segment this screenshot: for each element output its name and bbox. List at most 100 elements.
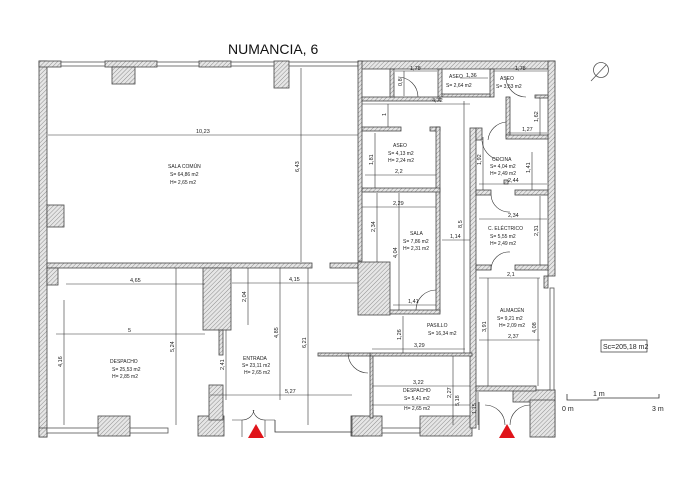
svg-text:H= 2,85 m2: H= 2,85 m2 — [112, 374, 138, 380]
svg-text:SALA: SALA — [410, 231, 423, 237]
svg-text:ASEO: ASEO — [500, 76, 514, 82]
svg-text:SALA COMÚN: SALA COMÚN — [168, 163, 201, 170]
svg-text:DESPACHO: DESPACHO — [403, 388, 431, 394]
svg-text:0 m: 0 m — [562, 406, 574, 413]
dim-label: 6,43 — [295, 161, 301, 172]
dim-label: 4,15 — [289, 277, 300, 283]
svg-text:H= 2,65 m2: H= 2,65 m2 — [244, 370, 270, 376]
dim-label: 2,1 — [507, 272, 515, 278]
room-almacen: ALMACÉN S= 9,21 m2 H= 2,09 m2 — [497, 307, 525, 329]
svg-text:1 m: 1 m — [593, 391, 605, 398]
room-despacho-2: DESPACHO S= 5,41 m2 H= 2,65 m2 — [403, 388, 431, 412]
room-entrada: ENTRADA S= 23,11 m2 H= 2,65 m2 — [242, 356, 270, 376]
dim-label: 1,92 — [477, 154, 483, 165]
dim-label: 2,44 — [508, 178, 519, 184]
room-aseo-2: ASEO S= 2,64 m2 — [446, 74, 472, 89]
dim-label: 5,27 — [285, 389, 296, 395]
doors — [232, 76, 531, 437]
dim-label: 1,41 — [526, 162, 532, 173]
dim-label: 1,36 — [466, 73, 477, 79]
room-despacho: DESPACHO S= 25,53 m2 H= 2,85 m2 — [110, 359, 141, 380]
room-sala-comun: SALA COMÚN S= 64,86 m2 H= 2,65 m2 — [168, 163, 201, 186]
north-compass-icon — [590, 62, 609, 82]
dim-label: 2,2 — [395, 169, 403, 175]
dim-label: 1,78 — [410, 66, 421, 72]
svg-text:S= 9,21 m2: S= 9,21 m2 — [497, 316, 523, 322]
dim-label: 2,27 — [447, 387, 453, 398]
dimension-labels: 10,23 6,43 4,65 5 4,16 5,24 4,15 2,04 4,… — [58, 66, 540, 414]
dim-label: 2,34 — [371, 221, 377, 232]
dim-label: 5 — [128, 328, 131, 334]
dim-label: 1,15 — [472, 403, 478, 414]
dim-label: 1,81 — [369, 154, 375, 165]
svg-text:S= 2,64 m2: S= 2,64 m2 — [446, 83, 472, 89]
svg-text:S= 4,04 m2: S= 4,04 m2 — [490, 164, 516, 170]
dim-label: 6,21 — [302, 337, 308, 348]
svg-text:COCINA: COCINA — [492, 157, 512, 163]
dim-label: 4,85 — [274, 327, 280, 338]
svg-text:S= 16,34 m2: S= 16,34 m2 — [428, 331, 457, 337]
room-labels: SALA COMÚN S= 64,86 m2 H= 2,65 m2 DESPAC… — [110, 74, 525, 412]
interior-walls — [46, 60, 549, 429]
svg-text:PASILLO: PASILLO — [427, 323, 448, 329]
dim-label: 2,37 — [508, 334, 519, 340]
svg-text:S= 23,11 m2: S= 23,11 m2 — [242, 363, 270, 369]
outer-walls — [38, 60, 556, 438]
svg-text:ALMACÉN: ALMACÉN — [500, 307, 525, 314]
entrance-marker-icon — [248, 424, 264, 438]
dim-label: 10,23 — [196, 129, 210, 135]
svg-text:S= 5,41 m2: S= 5,41 m2 — [404, 396, 430, 402]
dim-label: 3,91 — [482, 321, 488, 332]
room-aseo-3: ASEO S= 3,53 m2 — [496, 76, 522, 90]
svg-text:S= 5,55 m2: S= 5,55 m2 — [490, 234, 516, 240]
svg-text:H= 2,65 m2: H= 2,65 m2 — [404, 406, 430, 412]
svg-text:H= 2,31 m2: H= 2,31 m2 — [403, 246, 429, 252]
svg-text:C. ELÉCTRICO: C. ELÉCTRICO — [488, 225, 523, 232]
svg-text:S= 7,86 m2: S= 7,86 m2 — [403, 239, 429, 245]
dim-label: 0,8 — [398, 78, 404, 86]
svg-text:S= 3,53 m2: S= 3,53 m2 — [496, 84, 522, 90]
room-pasillo: PASILLO S= 16,34 m2 — [427, 323, 457, 337]
total-area-box: Sc=205,18 m2 — [600, 339, 648, 353]
svg-text:H= 2,49 m2: H= 2,49 m2 — [490, 241, 516, 247]
dim-label: 4,72 — [432, 98, 443, 104]
svg-text:ENTRADA: ENTRADA — [243, 356, 268, 362]
dim-label: 1,27 — [522, 127, 533, 133]
dim-label: 2,29 — [393, 201, 404, 207]
dim-label: 3,22 — [413, 380, 424, 386]
dim-label: 5,18 — [455, 395, 461, 406]
scale-bar: 1 m 0 m 3 m — [562, 391, 664, 413]
svg-text:H= 2,24 m2: H= 2,24 m2 — [388, 158, 414, 164]
dim-label: 4,08 — [532, 322, 538, 333]
dim-label: 1,41 — [408, 299, 419, 305]
room-aseo-1: ASEO S= 4,13 m2 H= 2,24 m2 — [388, 143, 414, 164]
svg-text:S= 4,13 m2: S= 4,13 m2 — [388, 151, 414, 157]
svg-text:H= 2,09 m2: H= 2,09 m2 — [499, 323, 525, 329]
svg-text:Sc=205,18 m2: Sc=205,18 m2 — [603, 344, 648, 351]
svg-text:ASEO: ASEO — [393, 143, 407, 149]
plan-title: NUMANCIA, 6 — [228, 41, 318, 57]
svg-text:DESPACHO: DESPACHO — [110, 359, 138, 365]
entrance-marker-icon — [499, 424, 515, 438]
dimension-lines — [48, 68, 547, 425]
dim-label: 2,31 — [534, 225, 540, 236]
dim-label: 4,65 — [130, 278, 141, 284]
svg-text:S= 25,53 m2: S= 25,53 m2 — [112, 367, 141, 373]
dim-label: 2,34 — [508, 213, 519, 219]
dim-label: 1,78 — [515, 66, 526, 72]
dim-label: 4,16 — [58, 356, 64, 367]
dim-label: 1 — [382, 113, 388, 116]
room-cocina: COCINA S= 4,04 m2 H= 2,49 m2 — [490, 157, 516, 177]
svg-text:ASEO: ASEO — [449, 74, 463, 80]
room-c-electrico: C. ELÉCTRICO S= 5,55 m2 H= 2,49 m2 — [488, 225, 523, 247]
dim-label: 1,26 — [397, 329, 403, 340]
svg-text:3 m: 3 m — [652, 406, 664, 413]
svg-text:H= 2,65 m2: H= 2,65 m2 — [170, 180, 196, 186]
dim-label: 8,5 — [458, 220, 464, 228]
svg-text:S= 64,86 m2: S= 64,86 m2 — [170, 172, 199, 178]
dim-label: 2,41 — [220, 359, 226, 370]
room-sala: SALA S= 7,86 m2 H= 2,31 m2 — [403, 231, 429, 252]
dim-label: 2,04 — [242, 291, 248, 302]
dim-label: 1,62 — [534, 111, 540, 122]
